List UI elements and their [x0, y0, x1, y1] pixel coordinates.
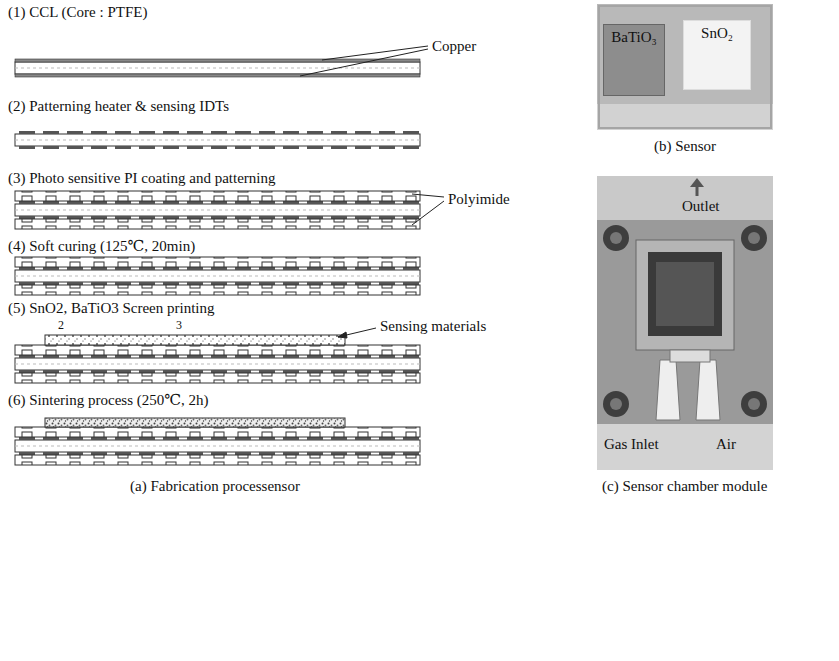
chamber-photo-art [597, 176, 773, 470]
part-name: Polyimide [448, 191, 510, 208]
chamber-photo: (c) Sensor chamber module [597, 176, 773, 470]
sno2-pad: SnO₂ [683, 20, 751, 90]
pi-coated-section [15, 191, 420, 229]
callout-number: 3 [176, 318, 182, 332]
port-label: Outlet [682, 198, 720, 215]
leader-lines [300, 46, 444, 338]
cured-section [15, 257, 420, 295]
sintered-section [15, 418, 420, 465]
material-label: SnO₂ [684, 21, 750, 42]
material-label: BaTiO₃ [604, 25, 664, 46]
port-label: Gas Inlet [604, 436, 659, 453]
port-label: Air [716, 436, 736, 453]
part-name: Copper [432, 38, 476, 55]
callout-number: 2 [58, 318, 64, 332]
step-title: (4) Soft curing (125℃, 20min) [8, 238, 195, 255]
patterned-section [15, 133, 420, 148]
panel-caption: (a) Fabrication processensor [130, 478, 300, 495]
step-title: (6) Sintering process (250℃, 2h) [8, 392, 209, 409]
part-name: Sensing materials [380, 318, 486, 335]
batio3-pad: BaTiO₃ [603, 24, 665, 96]
panel-caption: (b) Sensor [654, 138, 716, 155]
sensor-photo-art [597, 4, 773, 130]
step-title: (5) SnO2, BaTiO3 Screen printing [8, 300, 215, 317]
step-title: (2) Patterning heater & sensing IDTs [8, 98, 229, 115]
ccl-section [15, 59, 420, 77]
printed-section [15, 335, 420, 383]
sensor-photo: (b) SensorBaTiO₃SnO₂ [597, 4, 773, 130]
step-title: (1) CCL (Core : PTFE) [8, 4, 147, 21]
step-title: (3) Photo sensitive PI coating and patte… [8, 170, 275, 187]
panel-caption: (c) Sensor chamber module [602, 478, 767, 495]
